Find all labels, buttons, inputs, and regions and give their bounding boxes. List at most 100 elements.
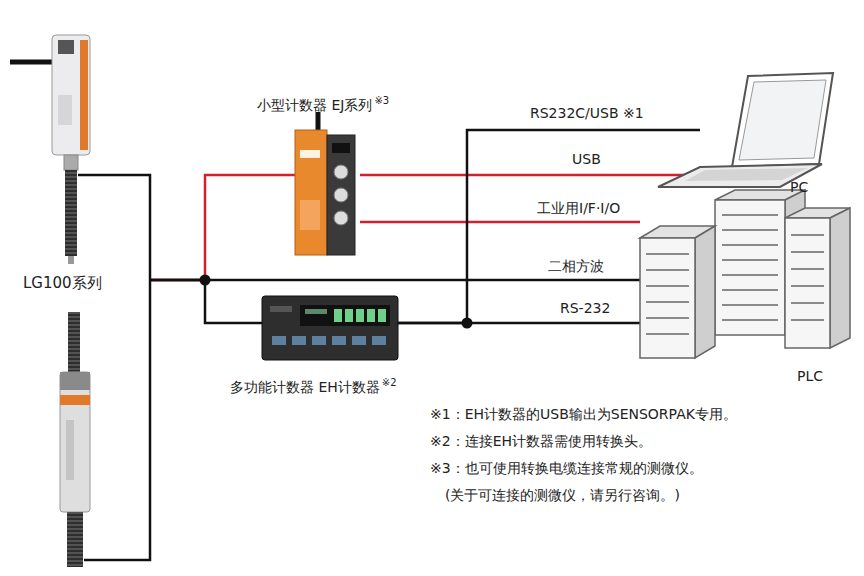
- probe-bottom: [60, 312, 90, 567]
- counter-eh: 多功能计数器 EH计数器※2: [262, 296, 398, 360]
- laptop: [658, 73, 833, 187]
- ej-counter: [295, 112, 355, 255]
- probe-bottom: [60, 372, 90, 390]
- probe-top: [52, 35, 90, 155]
- ej-counter: [332, 143, 350, 153]
- eh-counter: [305, 309, 327, 314]
- probe-bottom: [60, 372, 90, 512]
- plc-servers: [640, 238, 695, 358]
- node-label: 多功能计数器 EH计数器: [230, 379, 380, 395]
- plc-servers: [646, 285, 689, 287]
- signal-wire: [150, 280, 262, 323]
- node-label: LG100系列: [23, 274, 102, 292]
- plc-servers: [722, 319, 778, 321]
- eh-counter: [272, 336, 286, 345]
- plc-servers: [722, 304, 778, 306]
- probe-top: [68, 256, 74, 264]
- plc-servers: [722, 259, 778, 261]
- footnote: ※2：连接EH计数器需使用转换头。: [430, 432, 652, 450]
- junction-dot: [200, 275, 211, 286]
- plc-servers: [722, 274, 778, 276]
- plc-servers: [722, 244, 778, 246]
- plc-servers: [791, 234, 824, 236]
- note-ref: ※3: [374, 95, 389, 106]
- laptop: [732, 73, 833, 167]
- ej-counter: [300, 200, 320, 230]
- plc-servers: [722, 229, 778, 231]
- signal-label: RS-232: [560, 299, 610, 317]
- probe-group: LG100系列: [15, 25, 150, 570]
- node-caption: 小型计数器 EJ系列※3: [257, 92, 389, 114]
- plc-servers: [722, 214, 778, 216]
- ej-counter: [316, 112, 321, 130]
- signal-wire: [398, 322, 640, 325]
- pc: PC: [700, 72, 840, 197]
- eh-counter: [345, 309, 353, 322]
- plc-servers: [722, 289, 778, 291]
- eh-counter: [312, 336, 326, 345]
- plc-servers: [715, 200, 785, 335]
- ej-counter: [300, 150, 320, 158]
- probe-bottom: [60, 395, 90, 405]
- plc-servers: [695, 226, 715, 358]
- plc-servers: [646, 253, 689, 255]
- eh-counter: [270, 306, 292, 312]
- eh-counter: [292, 336, 306, 345]
- signal-label: RS232C/USB ※1: [530, 104, 644, 122]
- probe-bottom: [67, 512, 83, 567]
- signal-label: 二相方波: [548, 257, 604, 275]
- eh-counter: [352, 336, 366, 345]
- laptop: [739, 80, 826, 160]
- eh-counter: [300, 305, 390, 326]
- probe-bottom: [66, 420, 74, 480]
- plc: PLC: [640, 195, 845, 385]
- probe-top: [58, 40, 74, 54]
- signal-wire: [360, 221, 640, 224]
- footnote: ※1：EH计数器的USB输出为SENSORPAK专用。: [430, 405, 737, 423]
- signal-label: USB: [572, 150, 601, 168]
- node-caption: PLC: [797, 367, 823, 385]
- signal-wire: [360, 174, 700, 177]
- node-caption: LG100系列: [23, 274, 102, 292]
- junction-dot: [200, 275, 473, 329]
- plc-servers: [646, 333, 689, 335]
- eh-counter: [367, 309, 375, 322]
- node-caption: 多功能计数器 EH计数器※2: [230, 374, 397, 396]
- footnote: (关于可连接的测微仪，请另行咨询。): [445, 486, 680, 504]
- node-label: 小型计数器 EJ系列: [257, 97, 372, 113]
- ej-counter: [295, 130, 327, 255]
- laptop: [685, 168, 808, 181]
- node-label: PC: [790, 179, 808, 195]
- eh-counter: [356, 309, 364, 322]
- probe-top: [65, 170, 77, 256]
- plc-servers: [785, 218, 830, 348]
- plc-servers: [830, 208, 850, 348]
- plc-servers: [646, 317, 689, 319]
- eh-counter: [378, 309, 386, 322]
- eh-counter: [262, 296, 398, 360]
- ej-counter: [334, 165, 348, 179]
- plc-servers: [646, 269, 689, 271]
- plc-servers: [646, 301, 689, 303]
- signal-label: 工业用I/F·I/O: [537, 199, 620, 217]
- eh-counter: [262, 296, 398, 360]
- probe-bottom: [68, 312, 80, 372]
- ej-counter: [334, 188, 348, 202]
- signal-wire: [150, 279, 640, 282]
- ej-counter: [327, 135, 355, 255]
- node-label: PLC: [797, 368, 823, 384]
- probe-top: [58, 95, 72, 125]
- probe-top: [64, 155, 78, 170]
- plc-servers: [791, 251, 824, 253]
- plc-servers: [791, 285, 824, 287]
- junction-dot: [462, 318, 473, 329]
- plc-servers: [791, 302, 824, 304]
- ej-counter: [334, 211, 348, 225]
- probe-top: [10, 35, 90, 264]
- note-ref: ※2: [382, 377, 397, 388]
- counter-ej: 小型计数器 EJ系列※3: [295, 125, 360, 260]
- plc-servers: [791, 268, 824, 270]
- plc-servers: [640, 190, 850, 358]
- eh-counter: [372, 336, 386, 345]
